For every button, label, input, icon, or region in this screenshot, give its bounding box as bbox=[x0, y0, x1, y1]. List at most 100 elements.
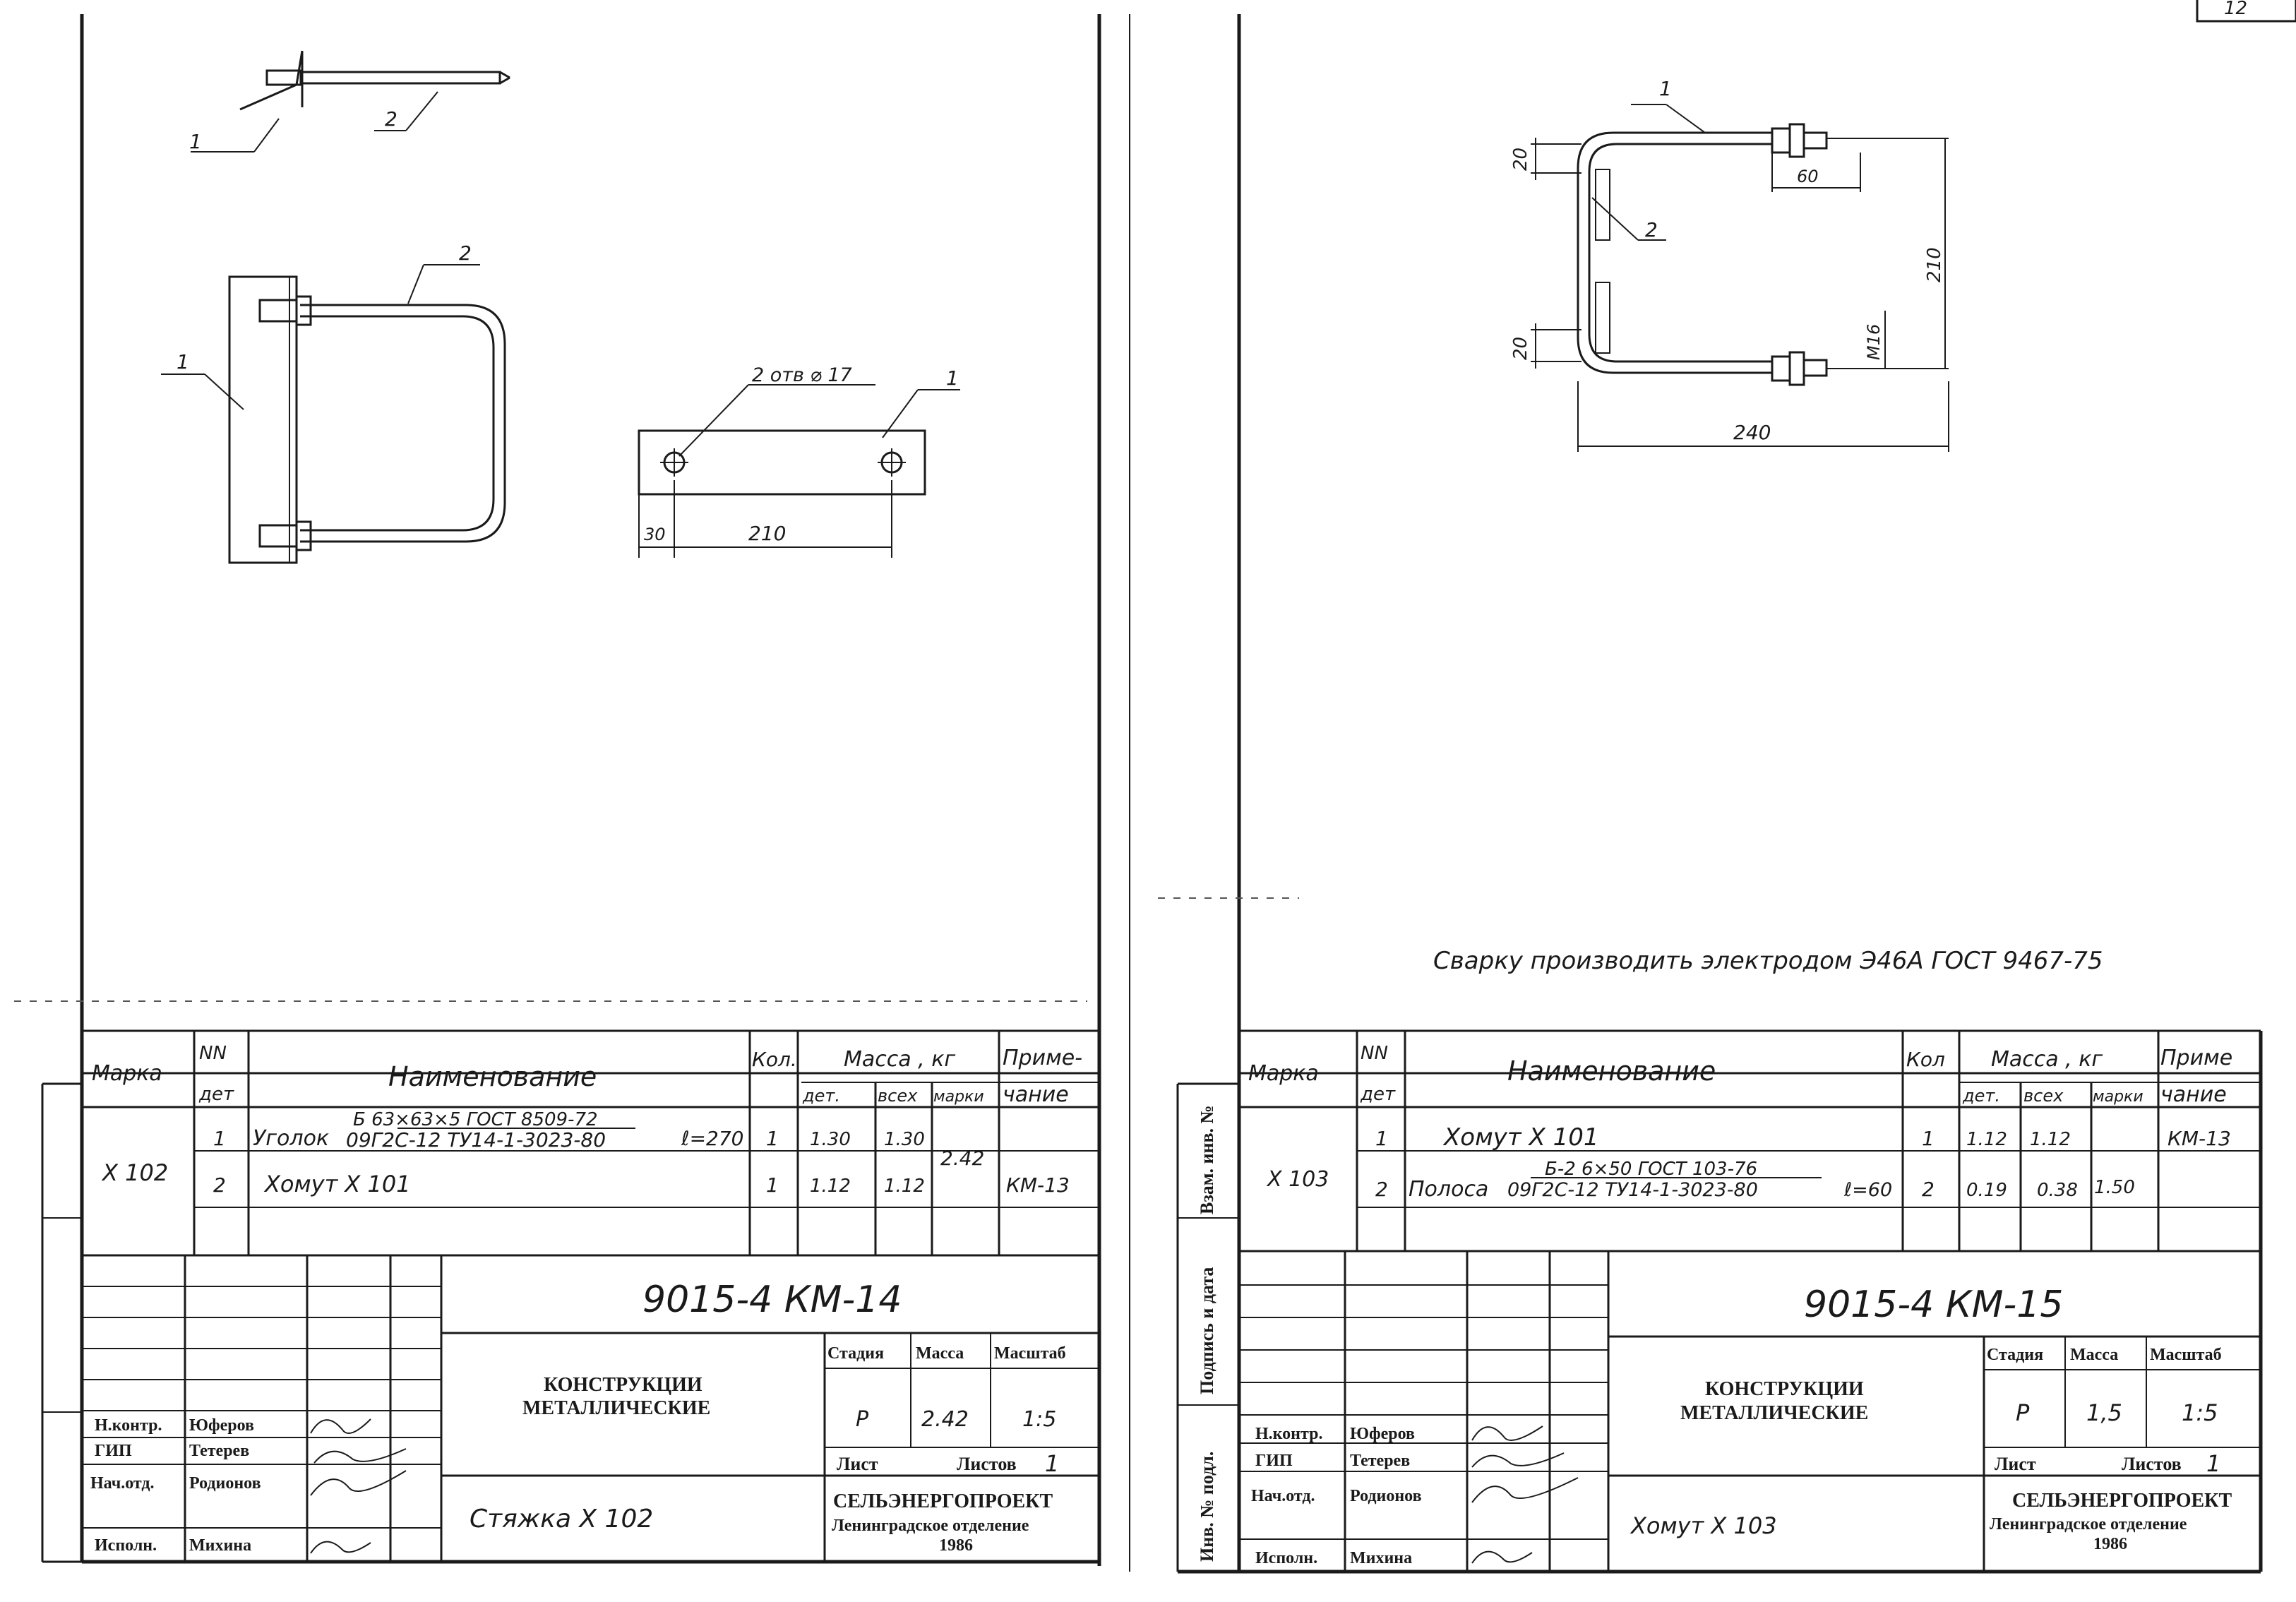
r-title-h-mass: Масса bbox=[2070, 1346, 2118, 1364]
l-title-stage: Р bbox=[856, 1407, 869, 1432]
left-title-block: 9015-4 КМ-14 Стадия Масса Масштаб Р 2.42… bbox=[82, 1254, 1099, 1562]
l-r1-mdet: 1.30 bbox=[810, 1129, 851, 1150]
r-title-sheets: Листов bbox=[2122, 1454, 2182, 1474]
fig-plate-dim-210: 210 bbox=[748, 522, 786, 545]
l-staff-2-name: Тетерев bbox=[189, 1442, 249, 1460]
r-title-sheet: Лист bbox=[1995, 1454, 2036, 1474]
right-title-block: 9015-4 КМ-15 Стадия Масса Масштаб Р 1,5 … bbox=[1239, 1250, 2261, 1572]
clamp-callout-2: 2 bbox=[1645, 218, 1658, 241]
l-h-det: дет bbox=[198, 1084, 234, 1105]
l-title-h-scale: Масштаб bbox=[994, 1344, 1066, 1363]
l-h-nn: NN bbox=[199, 1043, 227, 1064]
clamp-dim-20b: 20 bbox=[1510, 337, 1531, 360]
l-staff-2-role: ГИП bbox=[95, 1442, 132, 1460]
l-title-h-mass: Масса bbox=[916, 1344, 964, 1363]
r-h-det: дет bbox=[1360, 1084, 1396, 1105]
clamp-dim-210: 210 bbox=[1924, 247, 1945, 282]
l-r1-qty: 1 bbox=[766, 1127, 779, 1150]
l-title-name: Стяжка Х 102 bbox=[470, 1505, 653, 1534]
fig-front-view: 1 2 bbox=[161, 241, 506, 564]
r-r2-name-bottom: 09Г2С-12 ТУ14-1-3023-80 bbox=[1507, 1179, 1758, 1201]
l-title-h-stage: Стадия bbox=[827, 1344, 884, 1363]
r-h-nn: NN bbox=[1361, 1043, 1388, 1064]
l-title-sheets: Листов bbox=[957, 1454, 1017, 1474]
r-title-name: Хомут Х 103 bbox=[1630, 1512, 1777, 1539]
l-staff-3-name: Родионов bbox=[189, 1474, 261, 1493]
r-staff-3-role: Нач.отд. bbox=[1251, 1487, 1315, 1505]
l-h-marka: Марка bbox=[92, 1061, 162, 1086]
clamp-dim-240: 240 bbox=[1733, 421, 1771, 444]
l-r1-mall: 1.30 bbox=[884, 1129, 925, 1150]
r-r1-mall: 1.12 bbox=[2030, 1129, 2071, 1150]
l-r1-name-pre: Уголок bbox=[253, 1126, 329, 1151]
l-title-org-1: СЕЛЬЭНЕРГОПРОЕКТ bbox=[833, 1490, 1053, 1512]
r-r1-nn: 1 bbox=[1375, 1127, 1388, 1150]
l-h-note-2: чание bbox=[1003, 1082, 1069, 1107]
r-title-mass: 1,5 bbox=[2086, 1399, 2122, 1426]
clamp-dim-m16: М16 bbox=[1864, 324, 1884, 360]
l-r1-name-bottom: 09Г2С-12 ТУ14-1-3023-80 bbox=[346, 1128, 606, 1152]
l-staff-4-role: Исполн. bbox=[95, 1536, 157, 1555]
l-title-scale: 1:5 bbox=[1022, 1407, 1056, 1432]
page-corner-number: 12 bbox=[2224, 0, 2247, 19]
l-mark: Х 102 bbox=[101, 1159, 168, 1186]
l-h-note-1: Приме- bbox=[1003, 1046, 1082, 1070]
r-title-code: 9015-4 КМ-15 bbox=[1804, 1284, 2063, 1326]
l-h-mass-det: дет. bbox=[802, 1086, 840, 1106]
welding-note: Сварку производить электродом Э46А ГОСТ … bbox=[1433, 947, 2103, 975]
r-staff-1-role: Н.контр. bbox=[1255, 1425, 1322, 1443]
l-h-mass: Масса , кг bbox=[844, 1047, 955, 1072]
fig-plate-holes-label: 2 отв ⌀ 17 bbox=[752, 364, 852, 386]
stamp-side-labels: Инв. № подл. Подпись и дата Взам. инв. № bbox=[1197, 1105, 1217, 1562]
clamp-dim-20a: 20 bbox=[1510, 148, 1531, 171]
r-r2-nn: 2 bbox=[1375, 1178, 1388, 1201]
r-title-scale: 1:5 bbox=[2182, 1399, 2218, 1426]
l-r2-note: КМ-13 bbox=[1006, 1173, 1070, 1197]
l-title-sheets-count: 1 bbox=[1045, 1450, 1059, 1477]
fig-plate: 2 отв ⌀ 17 1 30 210 bbox=[638, 364, 960, 558]
r-staff-4-role: Исполн. bbox=[1255, 1549, 1317, 1567]
r-title-year: 1986 bbox=[2093, 1535, 2127, 1553]
l-r1-name-suffix: ℓ=270 bbox=[681, 1127, 743, 1150]
r-title-org-2: Ленинградское отделение bbox=[1990, 1515, 2187, 1534]
r-r2-qty: 2 bbox=[1922, 1178, 1935, 1201]
l-h-mass-all: всех bbox=[878, 1086, 918, 1106]
r-r2-name-suffix: ℓ=60 bbox=[1843, 1179, 1892, 1201]
l-signatures bbox=[310, 1418, 407, 1554]
l-h-qty: Кол. bbox=[752, 1048, 797, 1071]
l-staff-1-name: Юферов bbox=[189, 1416, 254, 1435]
clamp-callout-1: 1 bbox=[1659, 77, 1672, 100]
l-r2-mall: 1.12 bbox=[884, 1176, 925, 1197]
clamp-dim-60: 60 bbox=[1797, 167, 1819, 186]
r-staff-1-name: Юферов bbox=[1350, 1425, 1415, 1443]
r-title-construction-1: КОНСТРУКЦИИ bbox=[1705, 1378, 1864, 1400]
fig-plate-dim-30: 30 bbox=[644, 525, 666, 544]
l-title-sheet: Лист bbox=[837, 1454, 878, 1474]
fig-top-view: 1 2 bbox=[189, 50, 510, 153]
r-h-mass: Масса , кг bbox=[1991, 1047, 2103, 1072]
l-title-construction-1: КОНСТРУКЦИИ bbox=[544, 1374, 702, 1396]
fig-front-callout-2: 2 bbox=[459, 241, 472, 265]
l-staff-1-role: Н.контр. bbox=[95, 1416, 162, 1435]
r-signatures bbox=[1471, 1425, 1579, 1564]
r-title-construction-2: МЕТАЛЛИЧЕСКИЕ bbox=[1680, 1402, 1868, 1424]
r-staff-4-name: Михина bbox=[1350, 1549, 1412, 1567]
l-mark-mass: 2.42 bbox=[940, 1147, 984, 1170]
r-staff-2-name: Тетерев bbox=[1350, 1452, 1410, 1470]
r-h-mass-mark: марки bbox=[2093, 1088, 2143, 1106]
r-r1-qty: 1 bbox=[1922, 1127, 1935, 1150]
l-r2-qty: 1 bbox=[766, 1173, 779, 1197]
left-spec-table: Марка NN дет Наименование Кол. Масса , к… bbox=[82, 1031, 1099, 1257]
r-h-note-1: Приме bbox=[2160, 1046, 2232, 1070]
l-r1-nn: 1 bbox=[213, 1127, 226, 1150]
fig-clamp: 1 2 20 60 210 20 М16 240 bbox=[1510, 77, 1949, 452]
r-title-org-1: СЕЛЬЭНЕРГОПРОЕКТ bbox=[2012, 1490, 2232, 1512]
left-sheet-frame bbox=[14, 14, 1101, 1566]
r-staff-3-name: Родионов bbox=[1350, 1487, 1422, 1505]
fig-top-callout-1: 1 bbox=[189, 130, 202, 153]
l-h-name: Наименование bbox=[388, 1061, 597, 1092]
r-h-note-2: чание bbox=[2160, 1082, 2227, 1107]
stamp-vzam: Взам. инв. № bbox=[1197, 1105, 1217, 1214]
l-title-mass: 2.42 bbox=[921, 1407, 969, 1432]
